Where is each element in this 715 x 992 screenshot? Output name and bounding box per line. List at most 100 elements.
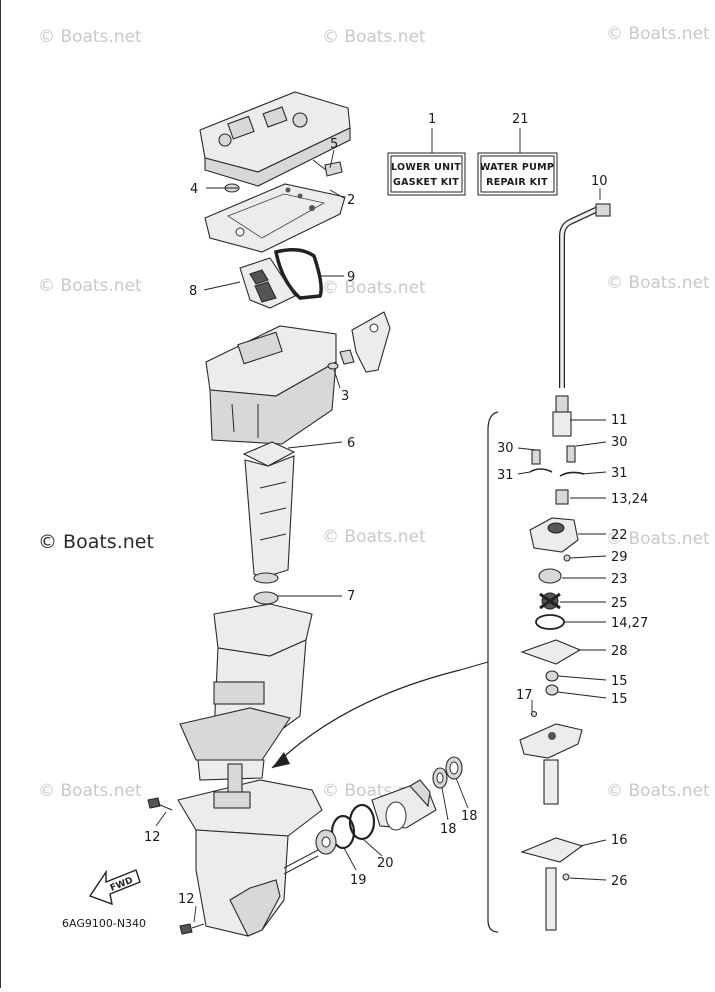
drive-shaft-housing	[244, 455, 295, 584]
oil-seal-18	[432, 756, 463, 789]
watermark: © Boats.net	[322, 27, 426, 47]
o-ring-19-20	[315, 803, 376, 855]
watermark: © Boats.net	[38, 27, 142, 47]
callout-31b: 31	[611, 466, 628, 481]
insert-13	[555, 489, 569, 505]
watermark: © Boats.net	[322, 527, 426, 547]
pump-leader	[459, 661, 489, 671]
lower-unit-gasket-kit: 1 LOWER UNIT GASKET KIT	[387, 112, 466, 196]
diagram-code: 6AG9100-N340	[62, 917, 146, 930]
callout-28: 28	[611, 644, 628, 659]
callout-30b: 30	[611, 435, 628, 450]
watermark: © Boats.net	[38, 531, 154, 553]
lower-casing	[179, 603, 313, 781]
bolt-30a	[531, 449, 541, 465]
washer-31a	[529, 468, 553, 473]
leader-lines	[155, 149, 607, 923]
callout-15a: 15	[611, 674, 628, 689]
pump-arrow-line	[271, 669, 461, 769]
bolt-30b	[566, 445, 576, 463]
callout-13-24: 13,24	[611, 492, 648, 507]
kit-label: WATER PUMP	[480, 162, 554, 173]
callout-8: 8	[189, 284, 197, 299]
watermark: © Boats.net	[606, 529, 710, 549]
callout-7: 7	[347, 589, 355, 604]
callout-15b: 15	[611, 692, 628, 707]
callout-6: 6	[347, 436, 355, 451]
kit-number: 21	[512, 112, 529, 127]
impeller-25	[539, 592, 561, 610]
pump-base	[519, 723, 583, 759]
water-pipe-10	[559, 203, 611, 388]
seal-15a	[545, 670, 559, 682]
callout-11: 11	[611, 413, 628, 428]
sleeve	[543, 759, 559, 805]
drive-shaft	[545, 867, 557, 931]
callout-10: 10	[591, 174, 608, 189]
gasket-2	[204, 183, 346, 253]
callout-25: 25	[611, 596, 628, 611]
watermark: © Boats.net	[606, 24, 710, 44]
forward-direction-arrow: FWD	[88, 869, 141, 906]
callout-20: 20	[377, 856, 394, 871]
watermark: © Boats.net	[38, 781, 142, 801]
callout-labels: 4 2 5 8 9 3 6 7 10 11 30 30 31 31 13,24 …	[144, 137, 648, 907]
pin-17	[530, 710, 538, 718]
callout-18b: 18	[461, 809, 478, 824]
callout-3: 3	[341, 389, 349, 404]
bearing-housing	[371, 779, 437, 831]
kit-label: REPAIR KIT	[486, 177, 548, 188]
seal-8	[239, 257, 296, 309]
bracket-3	[327, 311, 391, 373]
kit-number: 1	[428, 112, 436, 127]
watermark: © Boats.net	[322, 278, 426, 298]
pump-bracket-line	[487, 411, 499, 933]
washer-31b	[559, 471, 585, 477]
screw-12a	[147, 797, 173, 811]
kit-label: LOWER UNIT	[391, 162, 461, 173]
callout-4: 4	[190, 182, 198, 197]
callout-12b: 12	[178, 892, 195, 907]
gasket-6	[242, 441, 296, 467]
callout-14-27: 14,27	[611, 616, 648, 631]
pin-29	[563, 554, 571, 562]
callout-31a: 31	[497, 468, 514, 483]
gear-case	[177, 763, 323, 937]
callout-16: 16	[611, 833, 628, 848]
callout-26: 26	[611, 874, 628, 889]
callout-23: 23	[611, 572, 628, 587]
fwd-label: FWD	[109, 876, 135, 894]
watermark: © Boats.net	[606, 781, 710, 801]
plate-28	[520, 639, 582, 665]
grommet-11	[552, 395, 572, 437]
callout-18a: 18	[440, 822, 457, 837]
seal-9	[273, 248, 323, 300]
seal-7	[253, 591, 279, 605]
seal-15b	[545, 684, 559, 696]
upper-casing-plate	[199, 91, 351, 187]
kit-label: GASKET KIT	[393, 177, 459, 188]
callout-29: 29	[611, 550, 628, 565]
pump-arrow-head	[272, 752, 290, 768]
watermarks: © Boats.net © Boats.net © Boats.net © Bo…	[38, 24, 710, 801]
key-26	[562, 873, 570, 881]
bolt-5	[312, 159, 343, 177]
callout-2: 2	[347, 193, 355, 208]
watermark: © Boats.net	[38, 276, 142, 296]
callout-22: 22	[611, 528, 628, 543]
watermark: © Boats.net	[606, 273, 710, 293]
plate-16	[520, 837, 584, 863]
insert-cartridge-23	[538, 568, 562, 584]
callout-5: 5	[330, 137, 338, 152]
screw-12b	[179, 923, 205, 935]
middle-casing	[205, 325, 337, 445]
callout-30a: 30	[497, 441, 514, 456]
o-ring-14	[535, 614, 565, 630]
callout-19: 19	[350, 873, 367, 888]
callout-12a: 12	[144, 830, 161, 845]
pump-housing-22	[529, 517, 579, 553]
water-pump-repair-kit: 21 WATER PUMP REPAIR KIT	[477, 112, 558, 196]
callout-17: 17	[516, 688, 533, 703]
